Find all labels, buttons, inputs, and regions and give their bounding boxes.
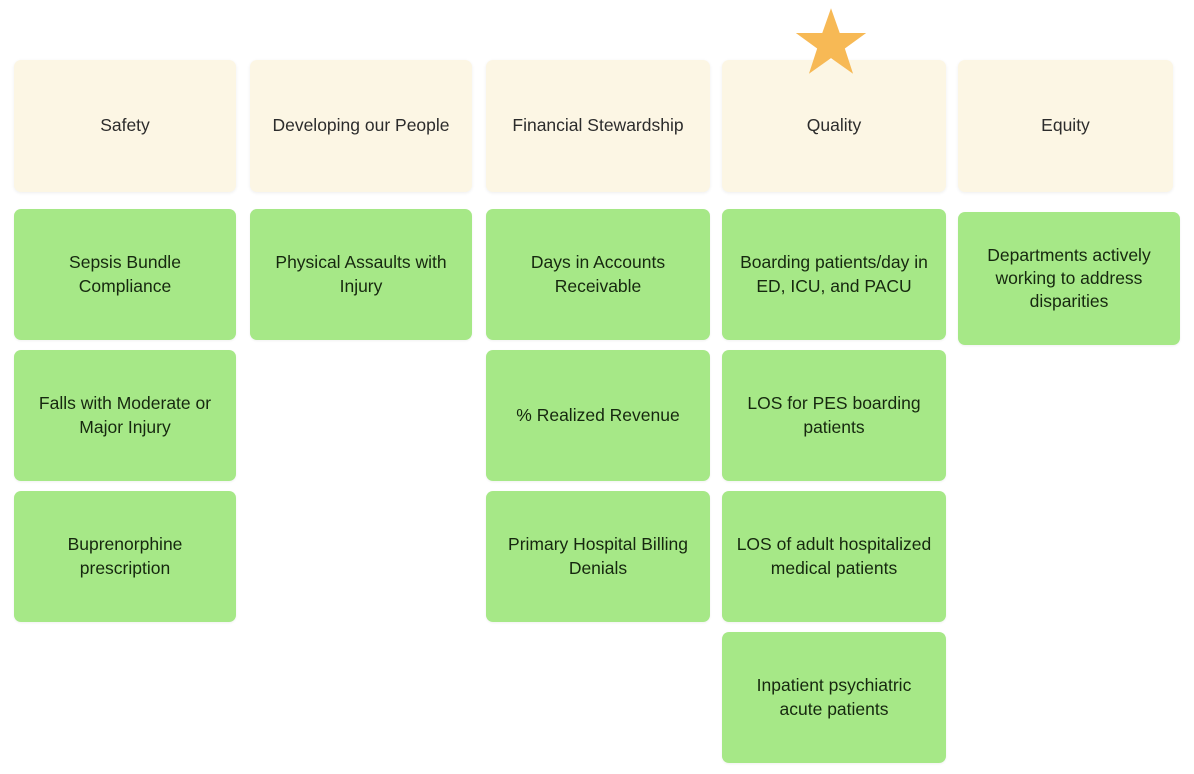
metric-card-label: Primary Hospital Billing Denials xyxy=(508,534,688,578)
metric-card[interactable]: Boarding patients/day in ED, ICU, and PA… xyxy=(722,209,946,340)
metric-card[interactable]: LOS of adult hospitalized medical patien… xyxy=(722,491,946,622)
pillar-header-label: Equity xyxy=(1041,115,1090,136)
metric-card[interactable]: % Realized Revenue xyxy=(486,350,710,481)
metric-card[interactable]: Buprenorphine prescription xyxy=(14,491,236,622)
metric-card-label: LOS of adult hospitalized medical patien… xyxy=(736,534,932,578)
metric-card[interactable]: Sepsis Bundle Compliance xyxy=(14,209,236,340)
metric-card-label: Falls with Moderate or Major Injury xyxy=(38,393,212,437)
metric-card-label: Departments actively working to address … xyxy=(987,244,1151,312)
metric-card[interactable]: Physical Assaults with Injury xyxy=(250,209,472,340)
metric-card[interactable]: Primary Hospital Billing Denials xyxy=(486,491,710,622)
metric-stack-quality: Boarding patients/day in ED, ICU, and PA… xyxy=(722,209,946,763)
metric-card[interactable]: Departments actively working to address … xyxy=(958,212,1180,345)
metric-card-label: Buprenorphine prescription xyxy=(67,534,183,578)
metric-card[interactable]: Falls with Moderate or Major Injury xyxy=(14,350,236,481)
metric-card[interactable]: LOS for PES boarding patients xyxy=(722,350,946,481)
pillar-header-label: Developing our People xyxy=(272,115,450,136)
pillar-header-safety[interactable]: Safety xyxy=(14,60,236,192)
pillar-header-quality[interactable]: Quality xyxy=(722,60,946,192)
metric-card-label: LOS for PES boarding patients xyxy=(747,393,921,437)
metric-card[interactable]: Days in Accounts Receivable xyxy=(486,209,710,340)
metric-card-label: Physical Assaults with Injury xyxy=(275,252,447,296)
metric-stack-developing-our-people: Physical Assaults with Injury xyxy=(250,209,472,340)
pillar-header-developing-our-people[interactable]: Developing our People xyxy=(250,60,472,192)
pillar-header-row: Safety Developing our People Financial S… xyxy=(0,0,1194,200)
metric-card-label: % Realized Revenue xyxy=(516,404,680,425)
metric-stack-financial-stewardship: Days in Accounts Receivable % Realized R… xyxy=(486,209,710,622)
pillar-header-equity[interactable]: Equity xyxy=(958,60,1173,192)
pillar-header-label: Safety xyxy=(100,115,150,136)
metric-stack-safety: Sepsis Bundle Compliance Falls with Mode… xyxy=(14,209,236,622)
metric-card-label: Sepsis Bundle Compliance xyxy=(69,252,181,296)
metric-card[interactable]: Inpatient psychiatric acute patients xyxy=(722,632,946,763)
pillar-header-financial-stewardship[interactable]: Financial Stewardship xyxy=(486,60,710,192)
metric-card-label: Boarding patients/day in ED, ICU, and PA… xyxy=(740,252,928,296)
metric-stack-equity: Departments actively working to address … xyxy=(958,212,1180,345)
metric-card-label: Inpatient psychiatric acute patients xyxy=(756,675,912,719)
pillar-header-label: Quality xyxy=(806,115,862,136)
metric-card-label: Days in Accounts Receivable xyxy=(530,252,666,296)
pillar-header-label: Financial Stewardship xyxy=(512,115,684,136)
